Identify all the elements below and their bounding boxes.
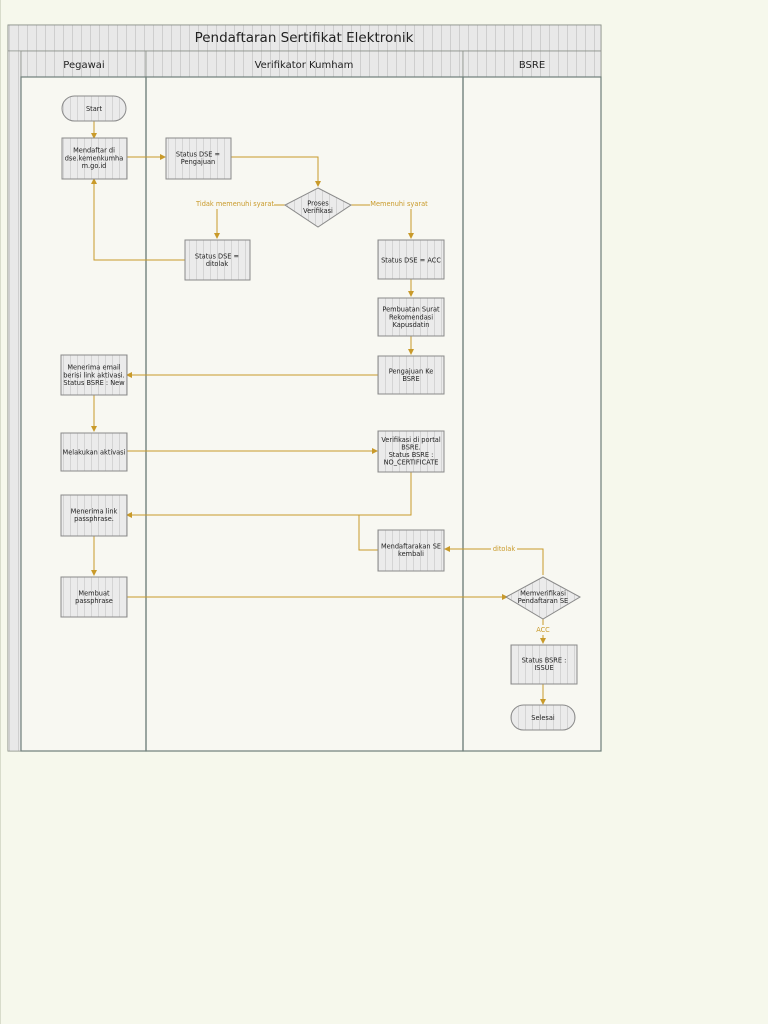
node-selesai	[510, 704, 576, 731]
node-selesai-label: Selesai	[531, 714, 555, 722]
lane-header-pegawai	[20, 50, 147, 78]
node-status-issue	[510, 644, 578, 685]
node-pembuatan-surat	[377, 297, 445, 337]
node-label-line: Rekomendasi	[389, 313, 433, 321]
lane-bsre	[462, 76, 602, 752]
node-label-line: Kapusdatin	[393, 321, 430, 329]
node-membuat-passphrase	[60, 576, 128, 618]
node-proses-verifikasi	[284, 187, 352, 228]
node-label-line: Pengajuan Ke	[389, 368, 434, 376]
node-label-line: Status DSE =	[195, 253, 239, 261]
node-label-line: Status BSRE : New	[63, 379, 125, 387]
node-status-ditolak-label: Status DSE =ditolak	[195, 253, 239, 269]
node-memverifikasi	[504, 576, 582, 620]
edge-label-ditolak: ditolak	[493, 545, 516, 553]
node-label-line: Melakukan aktivasi	[63, 448, 126, 456]
node-label-line: Verifikasi di portal	[381, 436, 441, 444]
node-label-line: m.go.id	[82, 162, 107, 170]
node-label-line: Mendaftarakan SE	[381, 543, 441, 551]
edge-memverifikasi-ditolak	[444, 546, 544, 575]
node-start-label: Start	[86, 105, 103, 113]
edge-label-tidak-memenuhi: Tidak memenuhi syarat	[195, 200, 274, 208]
node-label-line: Pembuatan Surat	[382, 306, 440, 314]
node-label-line: Memverifikasi	[520, 590, 566, 598]
node-label-line: Status BSRE :	[522, 657, 567, 665]
node-status-acc-label: Status DSE = ACC	[381, 256, 441, 264]
edge-label-memenuhi: Memenuhi syarat	[370, 200, 428, 208]
node-verifikasi-portal	[377, 430, 445, 473]
node-label-line: kembali	[398, 550, 424, 558]
lane-label-verifikator: Verifikator Kumham	[255, 60, 354, 71]
node-status-issue-label: Status BSRE :ISSUE	[522, 657, 567, 673]
node-label-line: Status DSE = ACC	[381, 256, 441, 264]
edge-kembali-menerima-link	[358, 515, 378, 551]
node-label-line: Status BSRE :	[389, 451, 434, 459]
node-label-line: berisi link aktivasi.	[63, 371, 125, 379]
node-mendaftar	[61, 137, 128, 180]
node-status-acc	[377, 239, 445, 280]
node-label-line: Verifikasi	[303, 207, 333, 215]
edge-verifikasi-menerima-link	[126, 472, 412, 518]
lane-label-bsre: BSRE	[519, 60, 545, 71]
node-status-pengajuan	[165, 137, 232, 180]
edge-label-acc: ACC	[536, 626, 550, 634]
node-menerima-email	[60, 354, 128, 396]
node-label-line: ditolak	[206, 260, 229, 268]
node-label-line: NO_CERTIFICATE	[384, 459, 439, 467]
node-melakukan-aktivasi	[60, 432, 128, 472]
diagram-title-bar	[7, 24, 602, 52]
node-label-line: Membuat	[78, 590, 110, 598]
node-status-ditolak	[184, 239, 251, 281]
diagram-title: Pendaftaran Sertifikat Elektronik	[195, 30, 414, 46]
node-label-line: Menerima email	[67, 364, 120, 372]
node-pengajuan-bsre	[377, 355, 445, 395]
node-label-line: Mendaftar di	[73, 147, 115, 155]
node-label-line: Proses	[307, 200, 329, 208]
node-label-line: BSRE.	[401, 444, 420, 452]
node-label-line: BSRE	[402, 375, 419, 383]
node-label-line: Status DSE =	[176, 151, 220, 159]
node-label-line: dse.kemenkumha	[65, 154, 124, 162]
node-status-pengajuan-label: Status DSE =Pengajuan	[176, 151, 220, 167]
node-label-line: passphrase.	[74, 515, 114, 523]
node-menerima-link	[60, 494, 128, 537]
node-start	[61, 95, 127, 122]
lane-label-pegawai: Pegawai	[63, 60, 104, 71]
node-mendaftarkan-kembali	[377, 529, 445, 572]
node-label-line: ISSUE	[534, 664, 553, 672]
edge-pengajuan-proses	[231, 156, 321, 187]
node-label-line: passphrase	[75, 597, 113, 605]
node-label-line: Pendaftaran SE	[518, 597, 568, 605]
node-label-line: Pengajuan	[181, 158, 215, 166]
edge-ditolak-mendaftar	[91, 178, 185, 261]
node-label-line: Menerima link	[71, 508, 118, 516]
node-melakukan-aktivasi-label: Melakukan aktivasi	[63, 448, 126, 456]
